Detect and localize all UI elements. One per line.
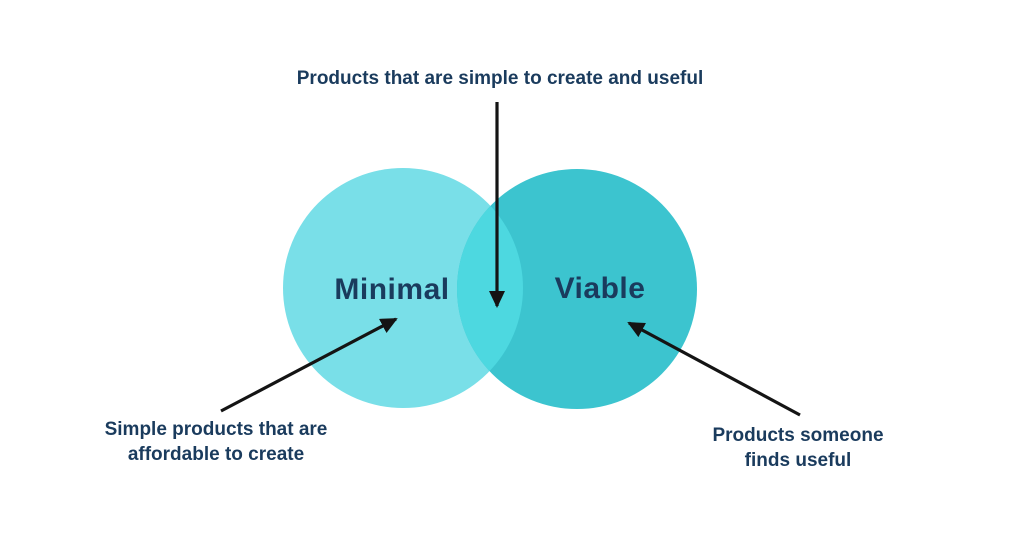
minimal-description: Simple products that are affordable to c… — [105, 417, 328, 467]
intersection-label: Products that are simple to create and u… — [296, 68, 704, 89]
viable-circle-label: Viable — [554, 272, 646, 305]
arrow-group — [220, 102, 801, 417]
viable-description-line-1: Products someone — [712, 425, 884, 446]
minimal-description-line-2: affordable to create — [127, 444, 305, 465]
arrow-to-minimal — [220, 317, 398, 413]
viable-description-line-2: finds useful — [744, 450, 852, 471]
arrow-to-viable — [627, 321, 801, 417]
viable-circle — [457, 169, 697, 409]
viable-description: Products someone finds useful — [712, 423, 883, 473]
minimal-description-line-1: Simple products that are — [104, 419, 328, 440]
minimal-circle-label: Minimal — [334, 273, 450, 306]
